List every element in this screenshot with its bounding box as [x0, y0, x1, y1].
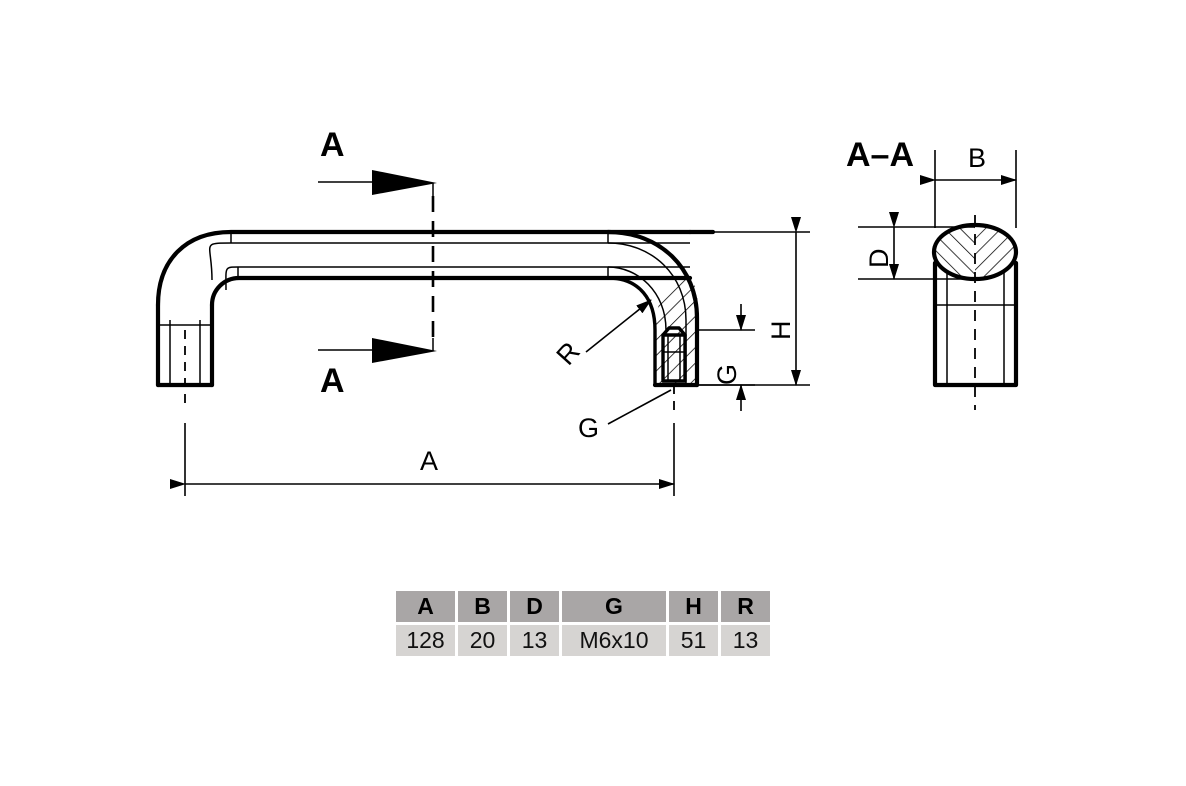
radius-leader — [585, 299, 652, 353]
dimension-H — [697, 217, 810, 386]
section-arrowhead-upper — [372, 170, 437, 195]
table-header-H: H — [669, 591, 718, 622]
thread-leader — [607, 389, 672, 425]
thread-leader-label-G: G — [578, 413, 600, 443]
dimension-label-B: B — [968, 143, 987, 173]
dimension-label-H: H — [766, 320, 796, 341]
table-row: 128 20 13 M6x10 51 13 — [396, 625, 770, 656]
table-cell-H: 51 — [669, 625, 718, 656]
threaded-hole — [661, 326, 687, 383]
section-view-title: A–A — [846, 136, 915, 174]
table-cell-R: 13 — [721, 625, 770, 656]
table-header-R: R — [721, 591, 770, 622]
table-cell-D: 13 — [510, 625, 559, 656]
dimension-label-G: G — [712, 363, 742, 385]
table-header-B: B — [458, 591, 507, 622]
left-bend-thin-arc-a — [208, 242, 232, 281]
section-label-upper: A — [320, 126, 345, 164]
dimension-G — [697, 304, 755, 411]
thread-chamfer — [661, 326, 687, 337]
right-boss-section — [652, 278, 700, 388]
table-cell-B: 20 — [458, 625, 507, 656]
dimension-D — [858, 212, 975, 280]
table-header-D: D — [510, 591, 559, 622]
table-cell-A: 128 — [396, 625, 455, 656]
top-outer-profile — [155, 229, 693, 308]
section-leg-outline — [932, 260, 1019, 388]
left-bend-thin-arc-b — [225, 266, 239, 291]
dimension-A — [170, 423, 675, 496]
dimension-label-A: A — [420, 446, 439, 476]
section-arrowhead-lower — [372, 338, 437, 363]
table-header-G: G — [562, 591, 666, 622]
dimension-B — [920, 150, 1017, 228]
handle-elevation-view — [155, 229, 715, 410]
dimension-label-D: D — [864, 248, 894, 269]
left-bend-inner-profile — [209, 275, 693, 308]
table-header-row: A B D G H R — [396, 591, 770, 622]
section-arrows — [318, 170, 437, 363]
right-bend-inner — [606, 276, 657, 387]
table-cell-G: M6x10 — [562, 625, 666, 656]
table-header-A: A — [396, 591, 455, 622]
specification-table: A B D G H R 128 20 13 M6x10 51 13 — [393, 588, 773, 659]
section-ellipse — [931, 222, 1019, 282]
section-label-lower: A — [320, 362, 345, 400]
section-view-AA — [858, 150, 1019, 410]
